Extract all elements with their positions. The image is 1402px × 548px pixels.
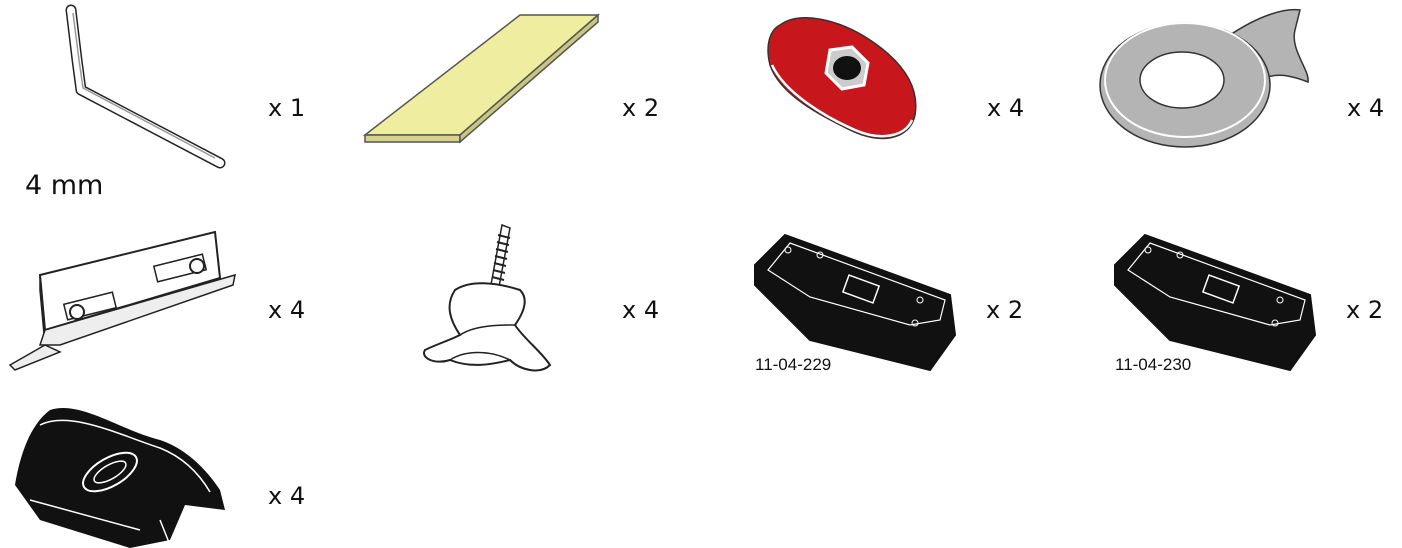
rubber-cap-icon <box>10 400 240 548</box>
part-foot-pad-229: x 2 11-04-229 <box>740 220 1040 380</box>
quantity-label: x 2 <box>622 96 659 120</box>
foot-pad-right-icon <box>1110 225 1330 365</box>
part-threaded-hook: x 4 <box>400 220 680 390</box>
part-foot-pad-230: x 2 11-04-230 <box>1105 220 1402 380</box>
part-clamp-bracket: x 4 <box>0 220 320 385</box>
quantity-label: x 4 <box>268 484 305 508</box>
foot-pad-left-icon <box>750 225 970 365</box>
adhesive-pad-icon <box>360 10 610 160</box>
part-adhesive-pad: x 2 <box>360 0 680 160</box>
quantity-label: x 4 <box>622 298 659 322</box>
quantity-label: x 4 <box>1347 96 1384 120</box>
hex-key-icon <box>55 5 295 185</box>
part-number-label: 11-04-229 <box>755 356 831 374</box>
quantity-label: x 4 <box>987 96 1024 120</box>
clamp-bracket-icon <box>5 220 255 385</box>
part-hex-key: x 1 4 mm <box>0 0 320 210</box>
quantity-label: x 1 <box>268 96 305 120</box>
threaded-hook-icon <box>410 220 570 390</box>
quantity-label: x 2 <box>986 298 1023 322</box>
part-red-cover: x 4 <box>755 0 1045 160</box>
quantity-label: x 2 <box>1346 298 1383 322</box>
key-size-label: 4 mm <box>25 172 103 200</box>
quantity-label: x 4 <box>268 298 305 322</box>
red-cover-icon <box>760 5 930 155</box>
part-washer: x 4 <box>1085 0 1402 160</box>
part-number-label: 11-04-230 <box>1115 356 1191 374</box>
washer-icon <box>1090 0 1320 160</box>
part-rubber-cap: x 4 <box>0 400 320 548</box>
